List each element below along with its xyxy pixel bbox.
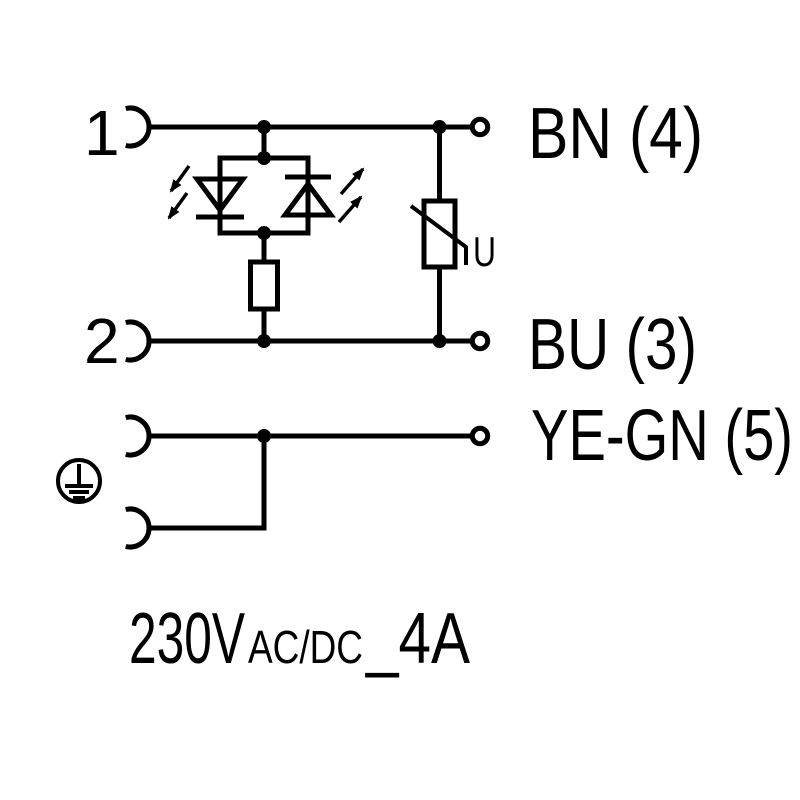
pin-2-label: 2 (84, 305, 120, 377)
wire-label-yegn: YE-GN (5) (531, 396, 793, 476)
pin-1-label: 1 (84, 97, 120, 169)
led-light-arrows-left (167, 164, 191, 220)
junction-dot (257, 151, 271, 165)
terminal-yegn (469, 425, 491, 447)
junction-dot (257, 429, 271, 443)
led-diode-right (280, 179, 336, 218)
pe-lower-contact-arc (125, 506, 152, 550)
wire-label-bu: BU (3) (528, 305, 697, 385)
pe-circle (56, 458, 102, 504)
led-arrow-icon (169, 164, 191, 193)
junction-dot (432, 120, 447, 134)
junction-dot (257, 120, 271, 134)
pe-upper-contact-arc (125, 414, 152, 458)
resistor (248, 259, 280, 312)
led-arrow-icon (339, 167, 365, 196)
led-diode-left (192, 176, 248, 215)
rating-label: 230V AC/DC _4A (129, 599, 470, 679)
junction-dot (432, 334, 447, 348)
wire-label-bn: BN (4) (528, 94, 703, 174)
rating-voltage: 230V (129, 599, 245, 679)
junction-dot (257, 334, 271, 348)
varistor-u-label: U (473, 228, 496, 275)
led-indicator (167, 155, 365, 236)
pin-2-contact-arc (125, 319, 152, 363)
pin-1-contact-arc (125, 105, 152, 149)
led-arrow-icon (337, 195, 363, 224)
terminal-bu (469, 330, 491, 352)
rating-acdc: AC/DC (248, 621, 363, 673)
junction-dot (257, 226, 271, 240)
rating-current: _4A (364, 599, 470, 679)
led-light-arrows-right (337, 167, 365, 224)
led-arrow-icon (167, 191, 189, 220)
varistor: U (409, 198, 496, 275)
terminal-bn (469, 116, 491, 138)
protective-earth-icon (56, 458, 102, 504)
varistor-stroke (409, 204, 468, 265)
